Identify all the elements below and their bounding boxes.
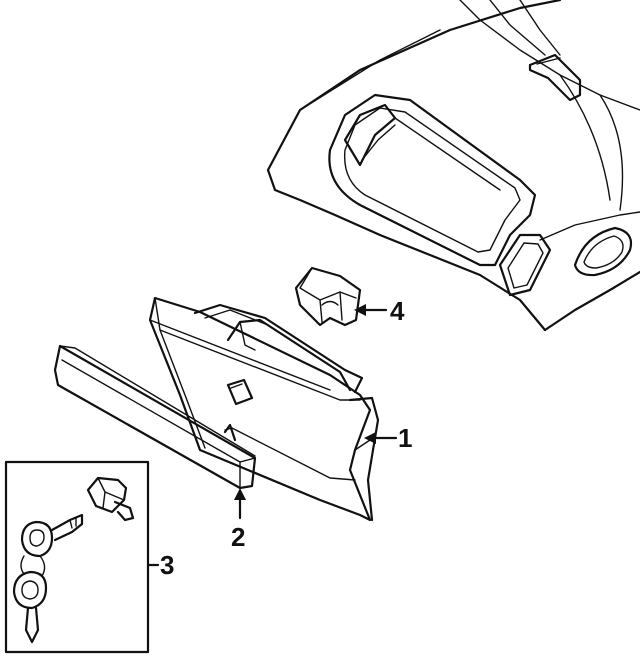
part-1-glove-box-door <box>148 296 380 522</box>
callout-2: 2 <box>231 522 245 552</box>
callout-labels: 1 2 3 4 <box>160 296 412 580</box>
part-3-frame <box>4 460 150 654</box>
instrument-panel <box>266 0 640 332</box>
callout-leaders <box>146 304 398 567</box>
callout-1: 1 <box>398 423 412 453</box>
part-4-latch-striker <box>294 266 362 327</box>
part-2-trim-panel <box>53 344 257 490</box>
callout-3: 3 <box>160 550 174 580</box>
part-3-lock-and-keys <box>4 460 150 654</box>
callout-4: 4 <box>390 296 405 326</box>
